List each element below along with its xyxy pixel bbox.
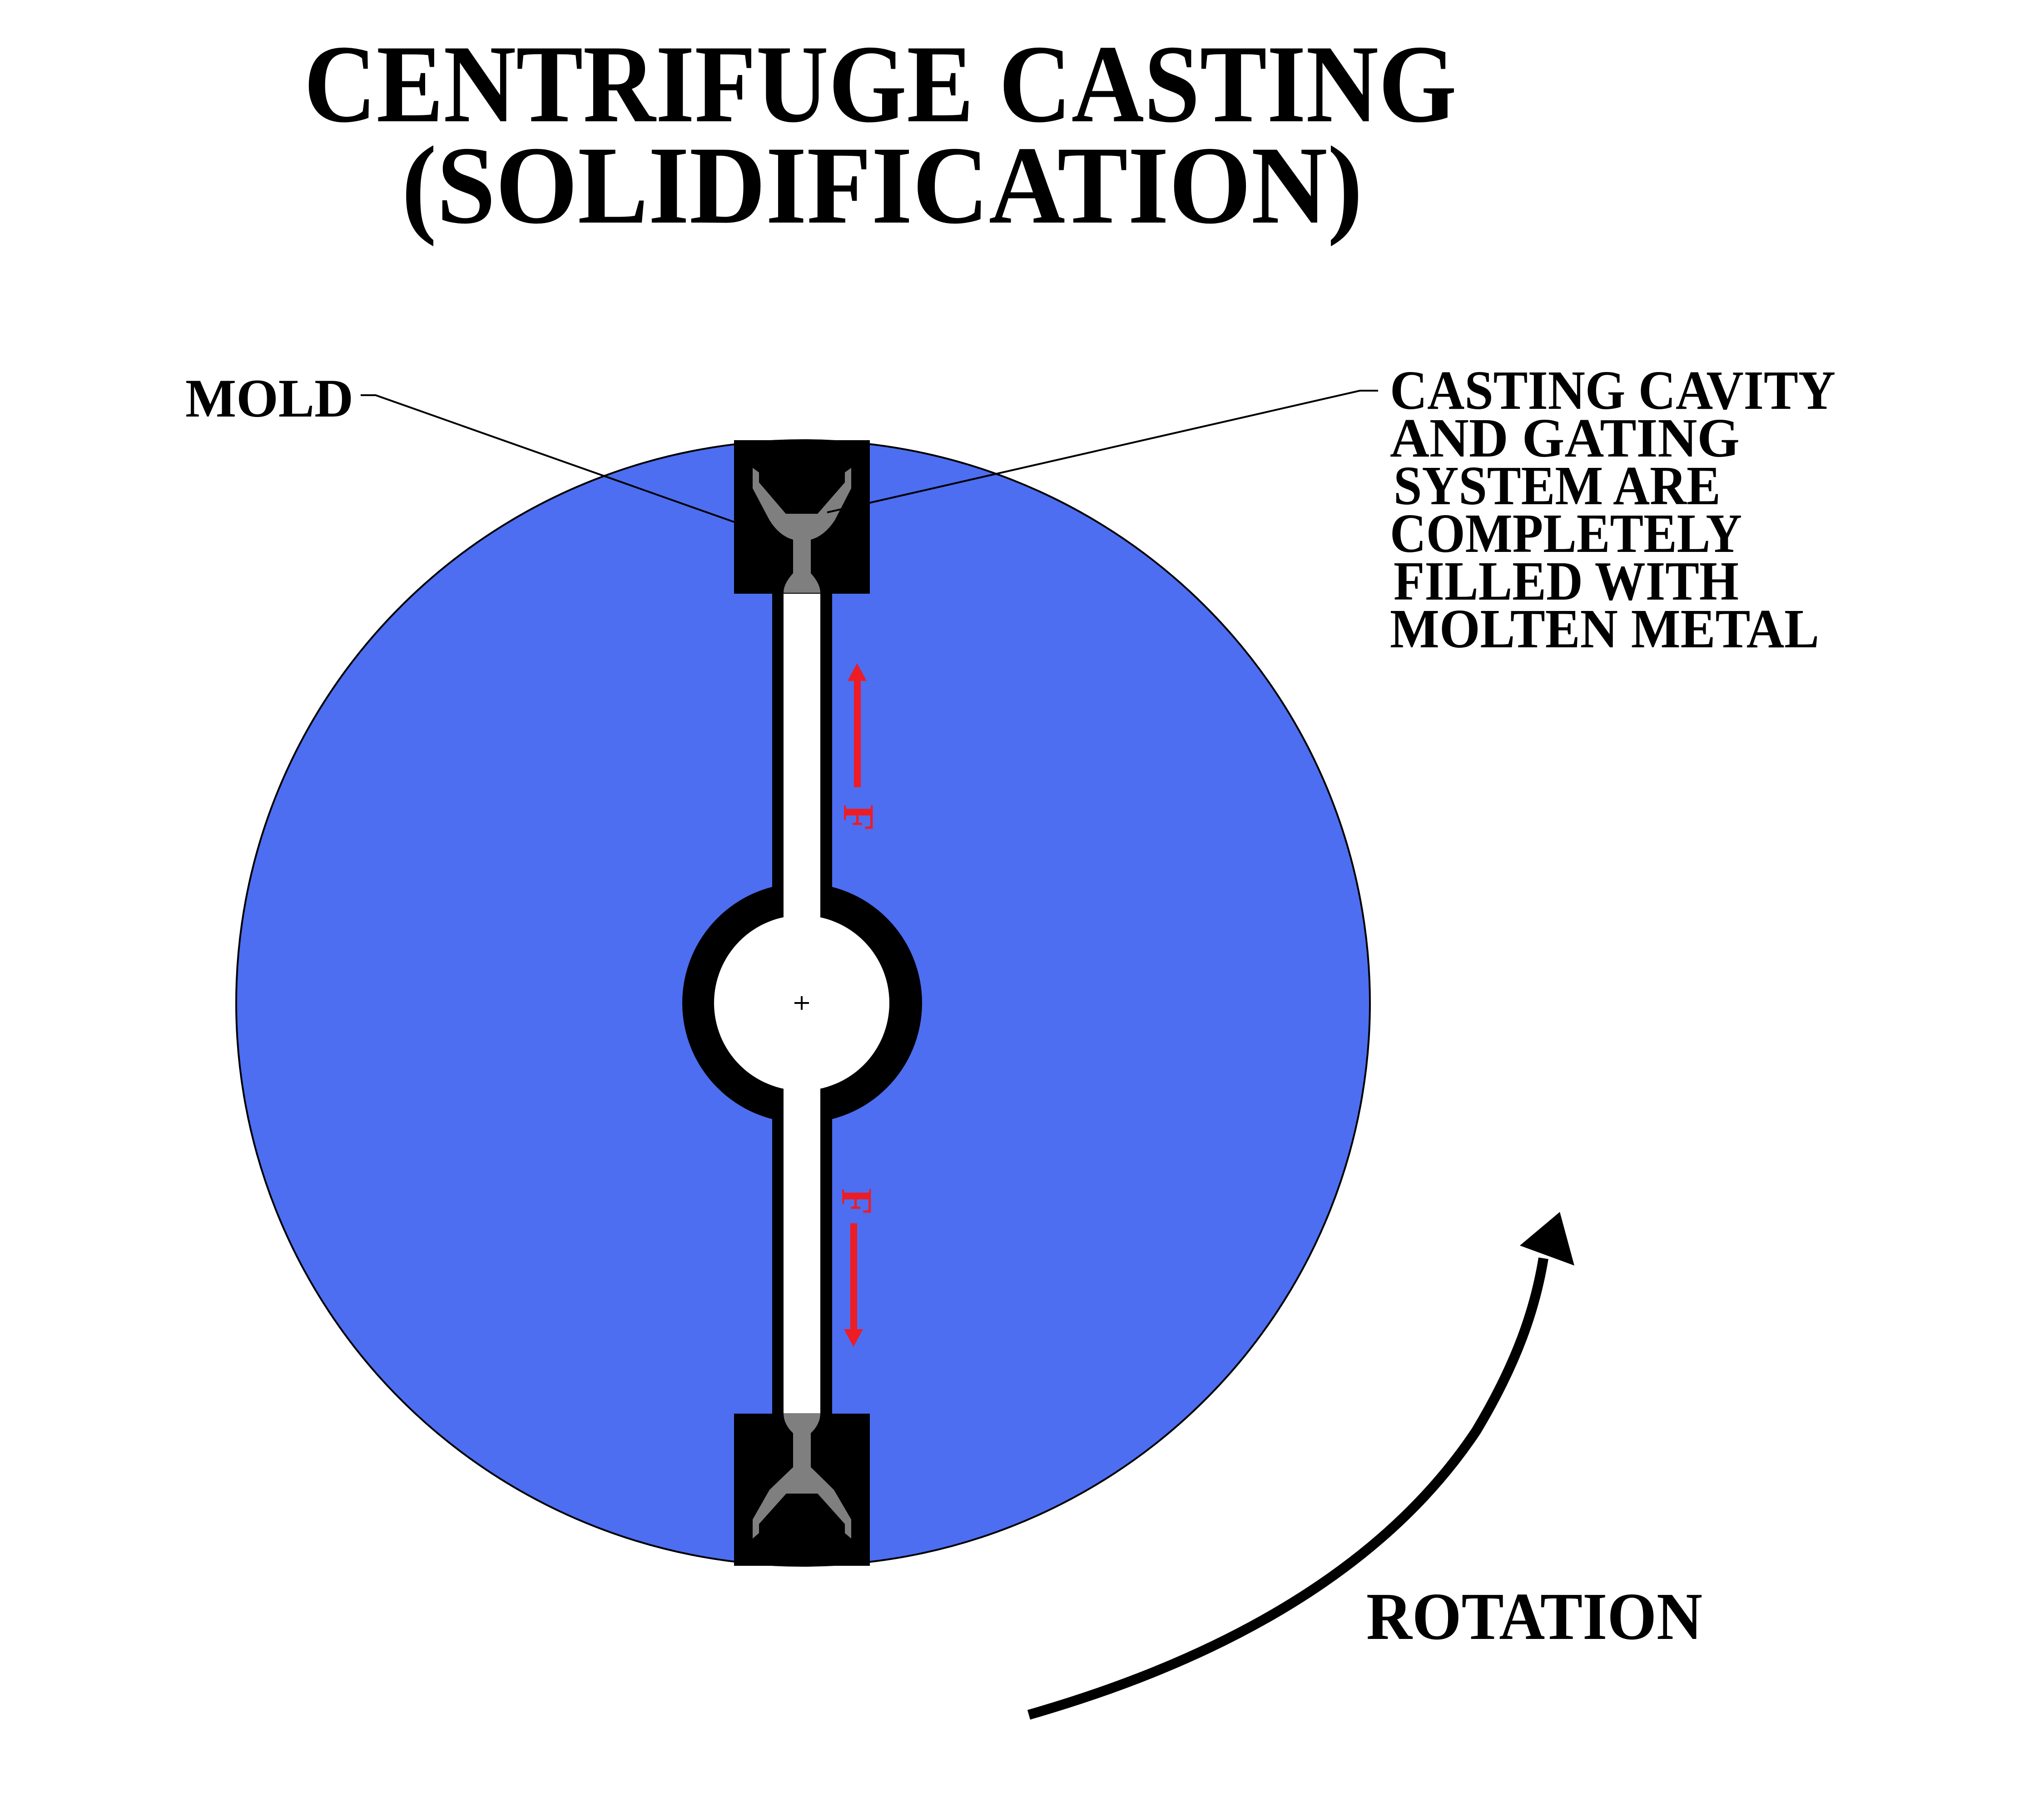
title-line-1: CENTRIFUGE CASTING: [304, 22, 1457, 145]
title: CENTRIFUGE CASTING (SOLIDIFICATION): [304, 22, 1457, 247]
rotation-arrow-shaft: [1027, 1257, 1548, 1720]
title-line-2: (SOLIDIFICATION): [402, 124, 1363, 247]
mold-label: MOLD: [185, 368, 353, 428]
force-label-lower: F: [833, 1188, 881, 1215]
cavity-note-line: SYSTEM ARE: [1394, 455, 1721, 516]
arrow-down-icon: [844, 1223, 863, 1347]
cavity-note-line: MOLTEN METAL: [1390, 598, 1819, 660]
crosshair-icon: [794, 996, 809, 1010]
cavity-note-line: AND GATING: [1390, 407, 1740, 469]
cavity-note-line: FILLED WITH: [1394, 551, 1739, 612]
cavity-note-line: COMPLETELY: [1390, 503, 1742, 564]
rotation-arrowhead: [1520, 1212, 1574, 1266]
casting-cavity-top: [753, 468, 851, 593]
mold-bottom: [734, 1413, 870, 1566]
casting-cavity-bottom: [753, 1413, 851, 1539]
rotation-label: ROTATION: [1366, 1579, 1702, 1654]
arrow-up-icon: [848, 663, 867, 787]
cavity-leader-line: [827, 390, 1378, 513]
mold-leader-line: [361, 394, 734, 523]
force-label-upper: F: [834, 804, 883, 831]
curved-arrow-clockwise-icon: [1027, 1212, 1574, 1720]
cavity-note-line: CASTING CAVITY: [1390, 360, 1836, 421]
mold-top: [734, 440, 870, 594]
cavity-note: CASTING CAVITY AND GATING SYSTEM ARE COM…: [1390, 360, 1836, 660]
